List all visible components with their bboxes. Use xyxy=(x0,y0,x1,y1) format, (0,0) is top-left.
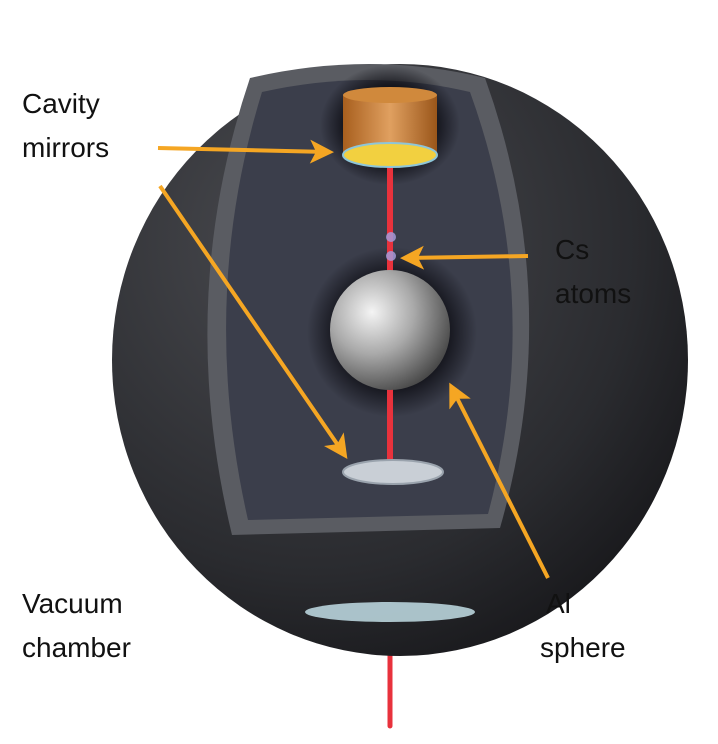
label-line: sphere xyxy=(540,632,626,663)
label-cavity-mirrors: Cavity mirrors xyxy=(22,82,109,170)
label-line: chamber xyxy=(22,632,131,663)
label-line: Cs xyxy=(555,234,590,265)
chamber-window xyxy=(305,602,475,622)
arrow-to-cs-atoms xyxy=(400,245,529,270)
label-cs-atoms: Cs atoms xyxy=(555,228,631,316)
arrow-to-bottom-mirror xyxy=(158,184,348,459)
bottom-cavity-mirror xyxy=(342,459,444,485)
label-vacuum-chamber: Vacuum chamber xyxy=(22,582,131,670)
al-sphere xyxy=(330,270,450,390)
label-line: mirrors xyxy=(22,132,110,163)
arrow-to-al-sphere xyxy=(449,382,550,579)
cs-atom xyxy=(386,232,396,242)
label-line: Al xyxy=(546,588,571,619)
label-line: Cavity xyxy=(22,88,100,119)
top-cavity-mirror xyxy=(342,87,438,168)
label-line: Vacuum xyxy=(22,588,123,619)
label-al-sphere: Al sphere xyxy=(540,582,626,670)
label-line: atoms xyxy=(555,278,632,309)
cs-atom xyxy=(386,251,396,261)
arrow-to-top-mirror xyxy=(157,139,334,164)
